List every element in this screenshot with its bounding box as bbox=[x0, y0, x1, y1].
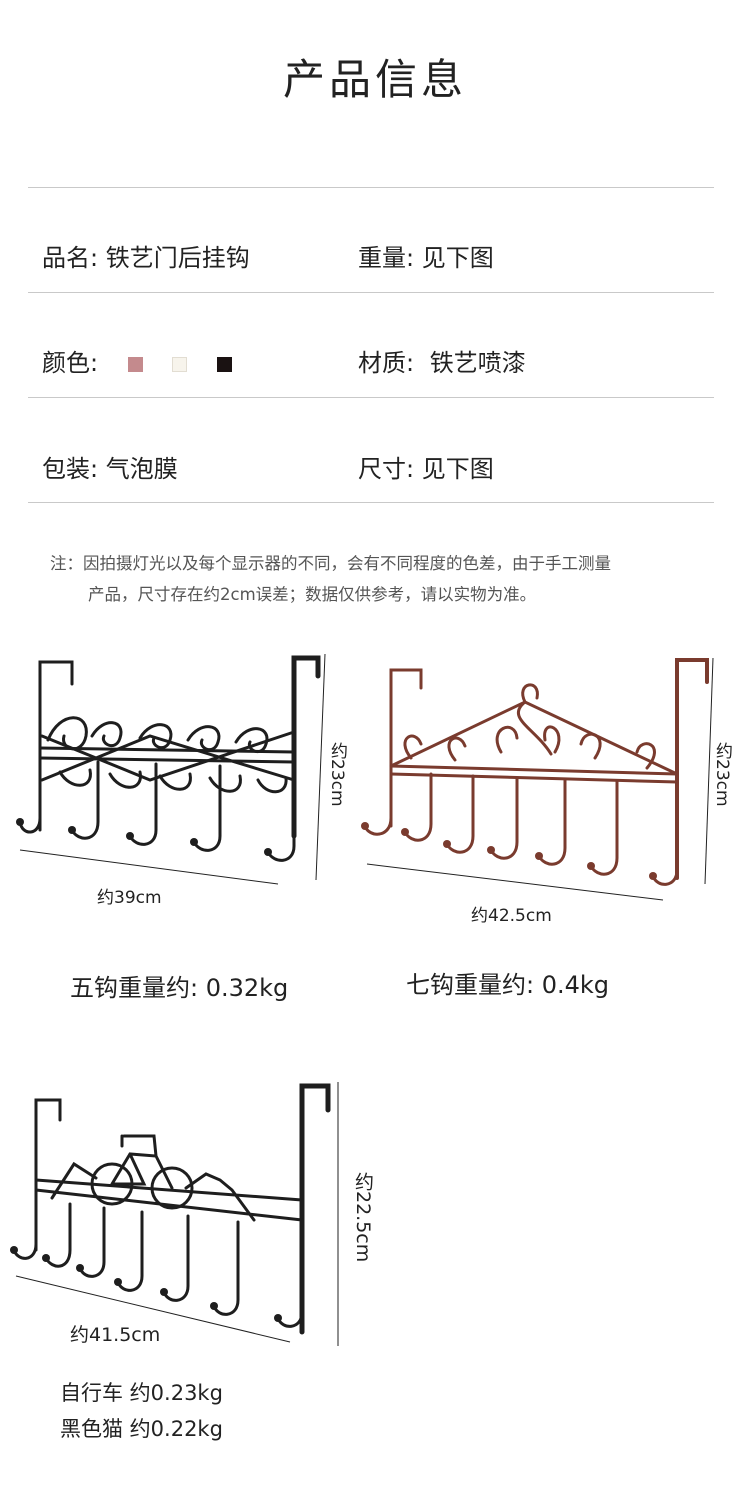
product-2-width-label: 约42.5cm bbox=[471, 906, 552, 926]
product-image-five-hook bbox=[16, 653, 326, 885]
spec-color: 颜色: bbox=[42, 343, 233, 378]
disclaimer-note: 注：因拍摄灯光以及每个显示器的不同，会有不同程度的色差，由于手工测量 产品，尺寸… bbox=[50, 548, 710, 610]
note-line-2: 产品，尺寸存在约2cm误差；数据仅供参考，请以实物为准。 bbox=[88, 585, 537, 604]
spec-material: 材质: 铁艺喷漆 bbox=[358, 343, 526, 378]
spec-weight-value: 见下图 bbox=[421, 244, 494, 272]
spec-name: 品名: 铁艺门后挂钩 bbox=[42, 238, 250, 273]
color-swatch-black bbox=[217, 357, 233, 372]
note-line-1: 注：因拍摄灯光以及每个显示器的不同，会有不同程度的色差，由于手工测量 bbox=[50, 554, 611, 573]
spec-size-label: 尺寸: bbox=[358, 455, 415, 483]
spec-weight-label: 重量: bbox=[358, 244, 415, 272]
spec-name-value: 铁艺门后挂钩 bbox=[105, 244, 250, 272]
divider bbox=[28, 502, 714, 503]
product-3-height-label: 约22.5cm bbox=[352, 1172, 374, 1263]
spec-size: 尺寸: 见下图 bbox=[358, 449, 494, 484]
product-3-weight-bicycle: 自行车 约0.23kg bbox=[60, 1381, 223, 1405]
divider bbox=[28, 187, 714, 188]
product-1-width-label: 约39cm bbox=[97, 888, 162, 908]
spec-packaging-value: 气泡膜 bbox=[105, 455, 178, 483]
product-image-bicycle-hook bbox=[10, 1082, 339, 1346]
color-swatch-pink bbox=[127, 357, 143, 372]
divider bbox=[28, 397, 714, 398]
spec-packaging-label: 包装: bbox=[42, 455, 99, 483]
spec-material-label: 材质: bbox=[358, 349, 415, 377]
color-swatch-white bbox=[172, 357, 188, 372]
divider bbox=[28, 292, 714, 293]
product-1-weight: 五钩重量约: 0.32kg bbox=[70, 974, 289, 1002]
product-3-width-label: 约41.5cm bbox=[70, 1324, 161, 1346]
spec-color-label: 颜色: bbox=[42, 349, 99, 377]
page-title: 产品信息 bbox=[282, 55, 467, 104]
spec-name-label: 品名: bbox=[42, 244, 99, 272]
spec-weight: 重量: 见下图 bbox=[358, 238, 494, 273]
spec-material-value: 铁艺喷漆 bbox=[429, 349, 526, 377]
product-1-height-label: 约23cm bbox=[327, 742, 347, 807]
spec-size-value: 见下图 bbox=[421, 455, 494, 483]
product-2-weight: 七钩重量约: 0.4kg bbox=[406, 971, 610, 999]
product-2-height-label: 约23cm bbox=[712, 742, 732, 807]
product-3-weight-cat: 黑色猫 约0.22kg bbox=[60, 1417, 223, 1441]
product-image-seven-hook bbox=[361, 657, 714, 901]
spec-packaging: 包装: 气泡膜 bbox=[42, 449, 178, 484]
